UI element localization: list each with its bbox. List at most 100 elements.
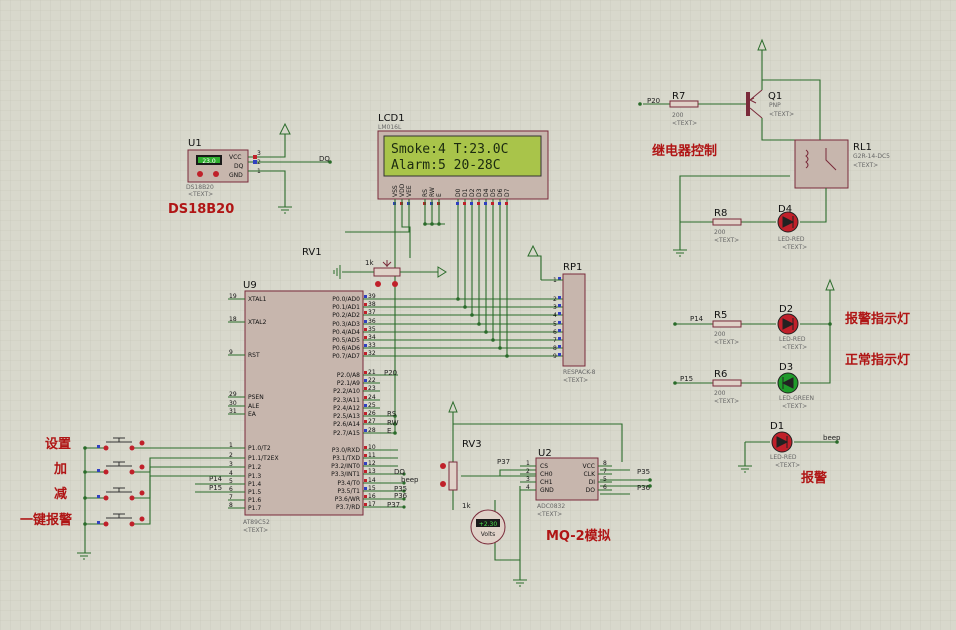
rv3-potentiometer[interactable]: RV3 1k <box>440 439 482 510</box>
u9-pin-num: 32 <box>368 350 376 357</box>
svg-text:<TEXT>: <TEXT> <box>672 120 697 127</box>
u9-pin-11: P3.1/TXD <box>332 455 360 462</box>
rp1-part: RESPACK-8 <box>563 369 596 376</box>
d1-ref: D1 <box>770 421 784 432</box>
r5-resistor[interactable]: R5 200 <TEXT> <box>712 310 742 346</box>
u9-pin-23: P2.2/A10 <box>333 388 360 395</box>
u9-pin-17: P3.7/RD <box>336 504 360 511</box>
u9-pin-num: 37 <box>368 309 376 316</box>
d1-led[interactable]: D1 LED-RED <TEXT> <box>770 421 800 469</box>
u9-pin-26: P2.5/A13 <box>333 413 360 420</box>
u9-pin-4: P1.3 <box>248 473 261 480</box>
voltmeter-reading: +2.30 <box>479 521 498 528</box>
u9-pin-num: 7 <box>229 494 233 501</box>
u9-pin-num: 34 <box>368 334 376 341</box>
u9-pin-22: P2.1/A9 <box>337 380 360 387</box>
rl1-relay[interactable]: RL1 G2R-14-DC5 <TEXT> <box>794 139 890 189</box>
svg-text:<TEXT>: <TEXT> <box>714 398 739 405</box>
lcd-ref: LCD1 <box>378 113 405 124</box>
u9-pin-31: EA <box>248 411 257 418</box>
u9-pin-num: 25 <box>368 402 376 409</box>
rp1-pin-3: 3 <box>553 304 557 311</box>
svg-text:<TEXT>: <TEXT> <box>243 527 268 534</box>
rp1-pin-2: 2 <box>553 296 557 303</box>
u2-pin-num: 6 <box>603 484 607 491</box>
net-e: E <box>387 427 391 435</box>
u9-pin-24: P2.3/A11 <box>333 397 360 404</box>
vcc-terminal <box>279 122 291 135</box>
lcd-pin-e: E <box>436 193 443 197</box>
svg-text:<TEXT>: <TEXT> <box>775 462 800 469</box>
net-dq-u9: DQ <box>394 468 405 476</box>
u9-pin-38: P0.1/AD1 <box>332 304 360 311</box>
u9-pin-num: 15 <box>368 485 376 492</box>
u9-pin-num: 39 <box>368 293 376 300</box>
voltmeter[interactable]: +2.30 Volts <box>470 509 506 545</box>
d3-led[interactable]: D3 LED-GREEN <TEXT> <box>777 362 814 410</box>
u1-pin-gnd: GND <box>229 172 243 179</box>
lcd-pin-vss: VSS <box>392 185 399 197</box>
u9-pin-18: XTAL2 <box>248 319 267 326</box>
u9-pin-num: 21 <box>368 369 376 376</box>
ds18b20-label: DS18B20 <box>168 202 234 217</box>
net-p36-u9: P36 <box>394 492 408 500</box>
lcd-pin-d5: D5 <box>490 188 497 197</box>
lcd-pin-d4: D4 <box>483 188 490 197</box>
label-sub: 减 <box>54 486 67 502</box>
q1-part: PNP <box>769 102 781 109</box>
rp1-pin-7: 7 <box>553 337 557 344</box>
u9-pin-num: 11 <box>368 452 376 459</box>
net-p20-r7: P20 <box>647 97 660 105</box>
u9-pin-num: 30 <box>229 400 237 407</box>
lcd-pin-rw: RW <box>429 187 436 197</box>
u9-pin-num: 27 <box>368 418 376 425</box>
u9-pin-35: P0.4/AD4 <box>332 329 360 336</box>
rv1-value: 1k <box>365 259 374 267</box>
button-add[interactable] <box>85 457 228 475</box>
rl1-part: G2R-14-DC5 <box>853 153 890 160</box>
u2-pin-di: DI <box>589 479 596 486</box>
r8-value: 200 <box>714 229 726 236</box>
u9-pin-36: P0.3/AD3 <box>332 321 360 328</box>
r8-resistor[interactable]: R8 200 <TEXT> <box>712 208 742 244</box>
u9-part: AT89C52 <box>243 519 270 526</box>
u2-pin-num: 8 <box>603 460 607 467</box>
u9-pin-9: RST <box>248 352 260 359</box>
net-p14-r5: P14 <box>690 315 704 323</box>
lcd-module[interactable]: LCD1 LM016L <TEXT> Smoke:4 T:23.0C Alarm… <box>377 113 549 205</box>
u9-pin-num: 16 <box>368 493 376 500</box>
d2-led[interactable]: D2 LED-RED <TEXT> <box>777 304 807 351</box>
u9-pin-num: 17 <box>368 501 376 508</box>
lcd-part: LM016L <box>378 124 402 131</box>
u9-pin-num: 9 <box>229 349 233 356</box>
rv1-ref: RV1 <box>302 247 322 258</box>
u9-pin-33: P0.6/AD6 <box>332 345 360 352</box>
d3-ref: D3 <box>779 362 793 373</box>
button-one-key-alarm[interactable] <box>85 475 228 527</box>
u9-pin-num: 12 <box>368 460 376 467</box>
u9-pin-num: 31 <box>229 408 237 415</box>
d4-part: LED-RED <box>778 236 805 243</box>
u9-pin-num: 29 <box>229 391 237 398</box>
d4-led[interactable]: D4 LED-RED <TEXT> <box>777 204 807 251</box>
button-group <box>83 437 228 553</box>
u9-pin-13: P3.3/INT1 <box>331 471 360 478</box>
svg-text:<TEXT>: <TEXT> <box>782 244 807 251</box>
rv3-ref: RV3 <box>462 439 482 450</box>
r6-resistor[interactable]: R6 200 <TEXT> <box>712 369 742 405</box>
u9-pin-num: 26 <box>368 410 376 417</box>
lcd-pin-d6: D6 <box>497 188 504 197</box>
label-one-key-alarm: 一键报警 <box>20 512 72 528</box>
lcd-pin-d2: D2 <box>469 188 476 197</box>
u9-pin-15: P3.5/T1 <box>337 488 360 495</box>
button-set[interactable] <box>85 437 228 451</box>
label-add: 加 <box>53 462 67 477</box>
svg-text:<TEXT>: <TEXT> <box>714 339 739 346</box>
ground-symbol <box>278 206 292 214</box>
u9-pin-29: PSEN <box>248 394 264 401</box>
q1-transistor[interactable]: Q1 PNP <TEXT> <box>746 89 794 119</box>
net-p37-rv3: P37 <box>497 458 510 466</box>
